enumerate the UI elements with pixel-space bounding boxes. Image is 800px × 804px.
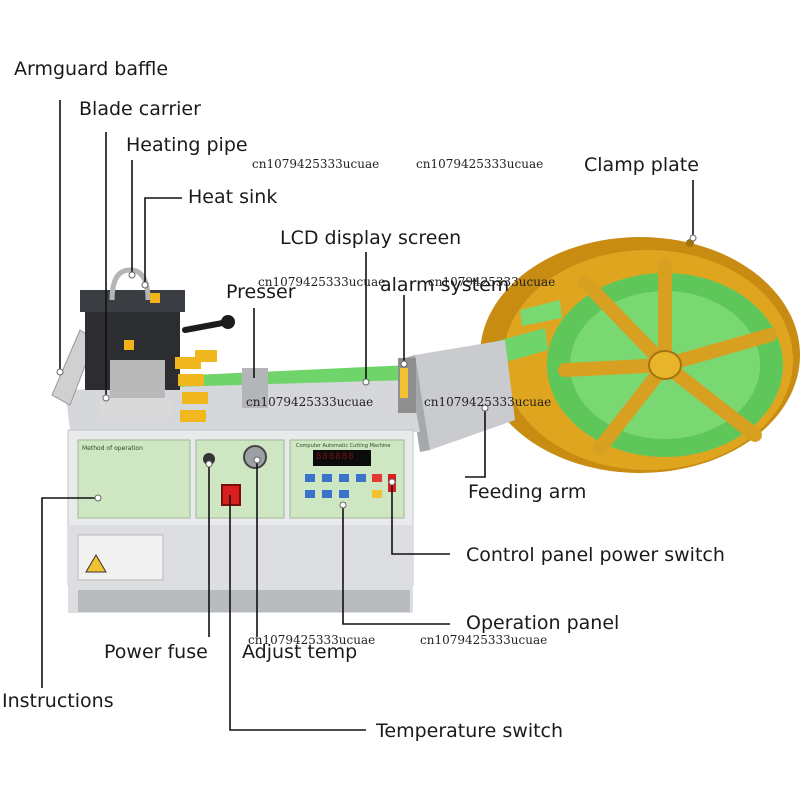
label-temperature-switch: Temperature switch	[376, 720, 564, 742]
label-armguard-baffle: Armguard baffle	[14, 58, 169, 80]
label-adjust-temp: Adjust temp	[242, 641, 358, 663]
watermark-text: cn1079425333ucuae	[248, 633, 376, 647]
cutter-head	[51, 267, 416, 422]
label-operation-panel: Operation panel	[466, 612, 620, 634]
label-clamp-plate: Clamp plate	[584, 154, 699, 176]
label-heating-pipe: Heating pipe	[126, 134, 248, 156]
label-blade-carrier: Blade carrier	[79, 98, 201, 120]
instructions-panel-title: Method of operation	[82, 445, 143, 452]
lcd-readout: 888888	[316, 452, 355, 462]
label-control-panel-power-switch: Control panel power switch	[466, 544, 725, 566]
label-presser: Presser	[226, 281, 296, 303]
machine-body	[65, 380, 420, 613]
callout-lines	[41, 100, 694, 731]
watermark-text: cn1079425333ucuae	[424, 395, 552, 409]
callout-dots	[56, 234, 697, 509]
label-alarm-system: alarm system	[380, 274, 510, 296]
watermark-text: cn1079425333ucuae	[252, 157, 380, 171]
lcd-panel-title: Computer Automatic Cutting Machine	[296, 443, 391, 449]
tape-reel	[480, 237, 800, 473]
watermark-text: cn1079425333ucuae	[416, 157, 544, 171]
watermark-text: cn1079425333ucuae	[258, 275, 386, 289]
label-lcd-display-screen: LCD display screen	[280, 227, 462, 249]
label-instructions: Instructions	[2, 690, 114, 712]
label-power-fuse: Power fuse	[104, 641, 208, 663]
watermark-text: cn1079425333ucuae	[246, 395, 374, 409]
label-heat-sink: Heat sink	[188, 186, 278, 208]
watermark-text: cn1079425333ucuae	[428, 275, 556, 289]
watermark-text: cn1079425333ucuae	[420, 633, 548, 647]
label-feeding-arm: Feeding arm	[468, 481, 587, 503]
